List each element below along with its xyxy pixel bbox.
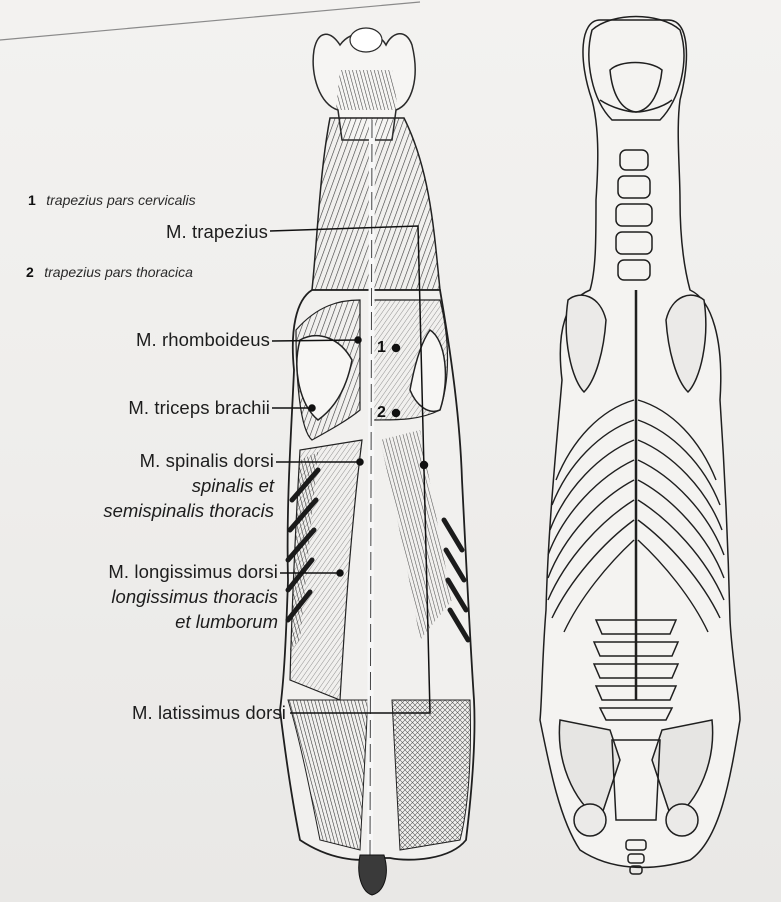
- skeleton-figure: [540, 17, 740, 875]
- marker-1: 1: [377, 339, 386, 357]
- label-spinalis-dorsi: M. spinalis dorsi: [140, 451, 274, 471]
- label-latissimus-dorsi: M. latissimus dorsi: [132, 703, 286, 723]
- label-spinalis-sub2: semispinalis thoracis: [103, 501, 274, 521]
- label-longissimus-sub1: longissimus thoracis: [111, 587, 278, 607]
- legend-item-1-text: trapezius pars cervicalis: [46, 192, 195, 208]
- label-rhomboideus: M. rhomboideus: [136, 330, 270, 350]
- marker-2: 2: [377, 404, 386, 422]
- label-triceps-brachii: M. triceps brachii: [128, 398, 270, 418]
- legend-item-1: 1 trapezius pars cervicalis: [28, 192, 196, 210]
- label-longissimus-sub2: et lumborum: [175, 612, 278, 632]
- legend-item-2-text: trapezius pars thoracica: [44, 264, 193, 280]
- label-longissimus-dorsi: M. longissimus dorsi: [108, 562, 278, 582]
- legend-item-1-number: 1: [28, 192, 36, 208]
- legend-item-2-number: 2: [26, 264, 34, 280]
- label-trapezius: M. trapezius: [166, 222, 268, 242]
- label-spinalis-sub1: spinalis et: [192, 476, 274, 496]
- legend-item-2: 2 trapezius pars thoracica: [26, 264, 193, 282]
